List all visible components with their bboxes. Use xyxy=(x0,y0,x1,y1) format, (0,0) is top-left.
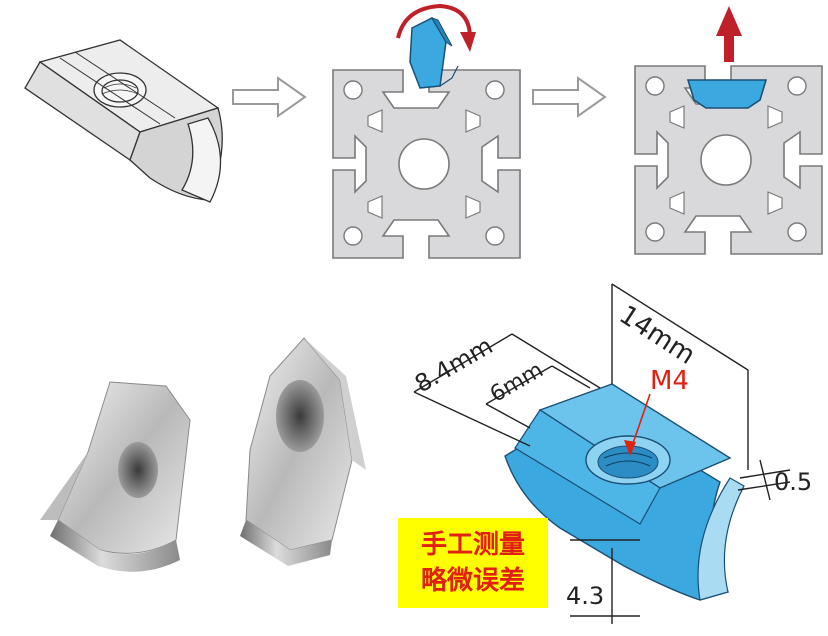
dim-height-label: 4.3 xyxy=(566,582,605,610)
arrow-right-2 xyxy=(532,76,607,118)
nut-photo-2 xyxy=(240,337,366,566)
dim-thickness-label: 0.5 xyxy=(774,468,813,496)
rotate-arrowhead xyxy=(460,32,476,52)
note-line-2: 略微误差 xyxy=(420,566,525,596)
rotate-arrow-icon xyxy=(396,3,472,39)
rotating-nut xyxy=(409,17,459,89)
up-arrow-icon xyxy=(716,6,742,62)
blue-tnut xyxy=(504,383,745,601)
dimension-lines xyxy=(413,283,791,624)
profile-2 xyxy=(634,65,823,255)
profile-1 xyxy=(332,69,521,259)
nut-photo-1 xyxy=(40,381,191,572)
tnut-iso-drawing xyxy=(24,39,223,203)
arrow-right-1 xyxy=(232,76,307,118)
note-line-1: 手工测量 xyxy=(420,530,525,560)
m4-leader-head xyxy=(624,440,636,456)
measurement-note: 手工测量 略微误差 xyxy=(398,518,548,608)
dim-thread-label: M4 xyxy=(650,366,689,396)
